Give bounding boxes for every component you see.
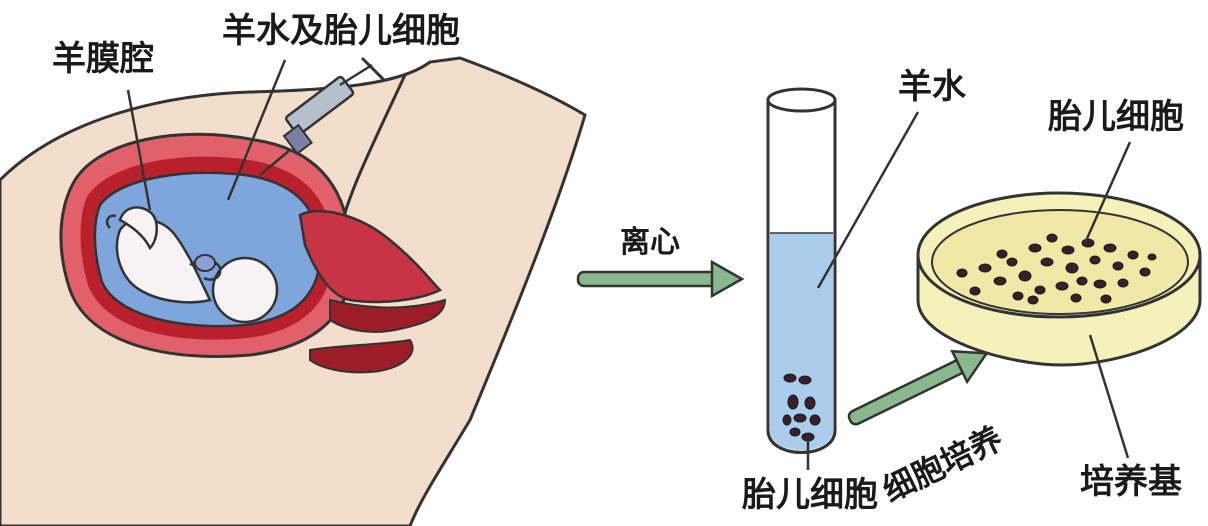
label-centrifuge: 离心 bbox=[620, 225, 680, 260]
label-amniotic-fluid: 羊水 bbox=[898, 67, 966, 107]
leader-amniotic-fluid bbox=[816, 111, 920, 289]
leader-dish-cells bbox=[1083, 141, 1132, 244]
leader-culture-medium bbox=[1088, 334, 1130, 459]
cervix bbox=[329, 298, 447, 333]
label-fetal-cells-tube: 胎儿细胞 bbox=[742, 475, 878, 515]
centrifuge-arrow bbox=[576, 259, 745, 299]
vaginal-canal bbox=[309, 338, 414, 374]
fetus bbox=[105, 206, 279, 324]
fetus-hand bbox=[194, 254, 216, 272]
leader-fluid-cells bbox=[226, 59, 287, 201]
dish-fetal-cells bbox=[956, 233, 1157, 305]
tube-sediment-cells bbox=[782, 373, 821, 442]
placenta bbox=[298, 209, 443, 304]
label-fetal-cells-dish: 胎儿细胞 bbox=[1048, 97, 1184, 137]
label-amniotic-cavity: 羊膜腔 bbox=[52, 39, 154, 79]
leader-amniotic-cavity bbox=[126, 89, 152, 211]
test-tube bbox=[766, 87, 837, 454]
syringe bbox=[259, 56, 386, 176]
label-amniotic-fluid-and-fetal-cells: 羊水及胎儿细胞 bbox=[222, 11, 460, 51]
cell-culture-arrow bbox=[847, 349, 989, 426]
label-culture-medium: 培养基 bbox=[1080, 462, 1182, 502]
petri-dish bbox=[916, 191, 1202, 367]
